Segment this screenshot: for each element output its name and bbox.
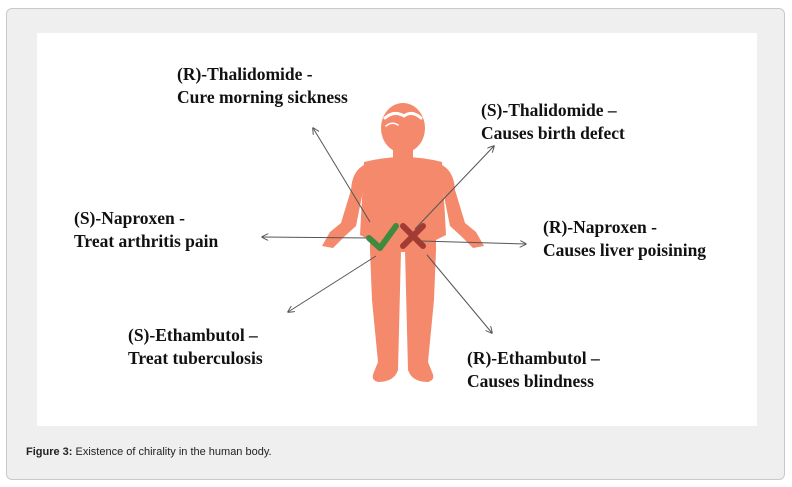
label-s-thalidomide: (S)-Thalidomide – Causes birth defect xyxy=(481,99,625,145)
label-s-naproxen-name: (S)-Naproxen - xyxy=(74,208,185,228)
label-s-ethambutol-name: (S)-Ethambutol – xyxy=(128,325,258,345)
hair-highlight xyxy=(385,122,399,127)
caption-prefix: Figure 3: xyxy=(26,446,73,458)
arrow-s-thalidomide xyxy=(414,146,494,230)
label-s-naproxen: (S)-Naproxen - Treat arthritis pain xyxy=(74,207,218,253)
label-r-thalidomide: (R)-Thalidomide - Cure morning sickness xyxy=(177,63,348,109)
label-r-naproxen: (R)-Naproxen - Causes liver poisining xyxy=(543,216,706,262)
label-s-ethambutol-effect: Treat tuberculosis xyxy=(128,348,263,368)
arrows xyxy=(262,128,526,333)
label-r-thalidomide-name: (R)-Thalidomide - xyxy=(177,64,313,84)
label-s-naproxen-effect: Treat arthritis pain xyxy=(74,231,219,251)
caption-text: Existence of chirality in the human body… xyxy=(72,446,272,458)
figure-caption: Figure 3: Existence of chirality in the … xyxy=(26,446,272,458)
label-r-naproxen-name: (R)-Naproxen - xyxy=(543,217,657,237)
check-mark-icon xyxy=(366,223,399,251)
label-r-ethambutol-effect: Causes blindness xyxy=(467,371,594,391)
label-s-ethambutol: (S)-Ethambutol – Treat tuberculosis xyxy=(128,324,263,370)
label-s-thalidomide-name: (S)-Thalidomide – xyxy=(481,100,617,120)
arrow-r-thalidomide xyxy=(313,128,371,223)
arrow-r-naproxen xyxy=(419,241,526,244)
arrow-r-ethambutol xyxy=(426,254,492,333)
label-r-thalidomide-effect: Cure morning sickness xyxy=(177,87,348,107)
arrow-s-naproxen xyxy=(262,237,371,238)
arrow-s-ethambutol xyxy=(288,255,377,312)
label-r-naproxen-effect: Causes liver poisining xyxy=(543,240,707,260)
label-r-ethambutol-name: (R)-Ethambutol – xyxy=(467,348,600,368)
cross-mark-icon xyxy=(400,223,426,249)
hair-line xyxy=(383,111,423,120)
label-r-ethambutol: (R)-Ethambutol – Causes blindness xyxy=(467,347,600,393)
label-s-thalidomide-effect: Causes birth defect xyxy=(481,123,625,143)
